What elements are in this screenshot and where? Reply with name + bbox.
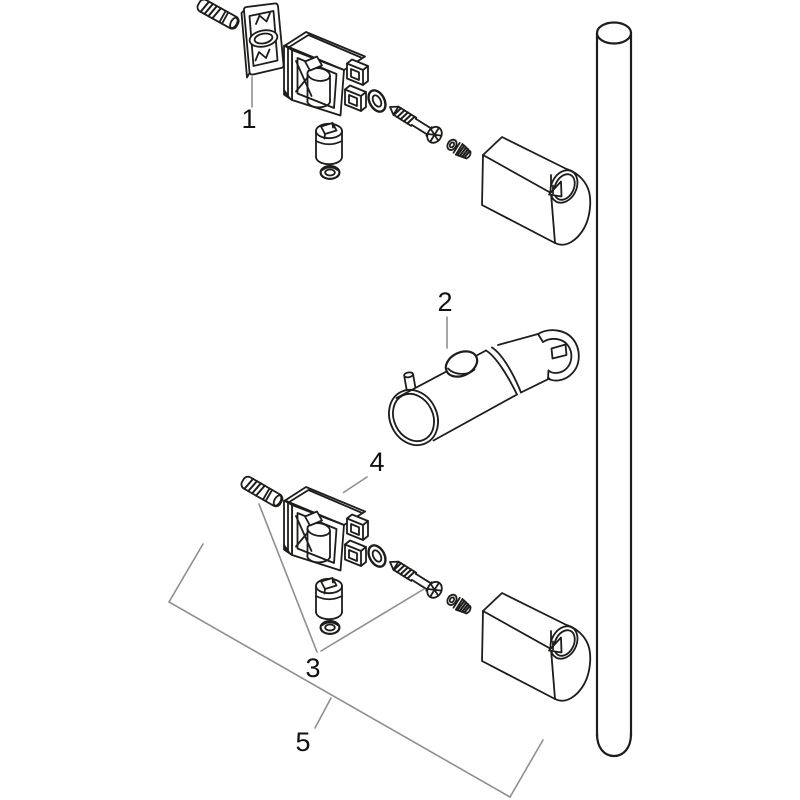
part-label-3: 3 xyxy=(305,653,320,683)
wall-plug-bottom xyxy=(238,473,286,510)
wall-plate xyxy=(240,2,285,79)
slider-holder xyxy=(388,329,580,447)
leader-line-3b xyxy=(320,588,425,652)
leader-line-4 xyxy=(342,476,368,494)
cover-cap-bottom xyxy=(481,592,592,702)
part-label-5: 5 xyxy=(295,727,310,757)
wall-bar-rail xyxy=(595,21,633,758)
leader-line-5 xyxy=(314,697,332,729)
part-labels: 1 2 3 4 5 xyxy=(241,104,452,757)
cover-cap-top xyxy=(481,136,592,246)
leader-lines xyxy=(167,76,544,799)
wall-plug-top xyxy=(194,0,242,32)
part-label-4: 4 xyxy=(369,447,384,477)
parts-artwork xyxy=(194,0,633,758)
bracket-assembly-top xyxy=(284,32,473,179)
leader-line-3a xyxy=(258,503,318,653)
leader-bracket-5 xyxy=(167,543,544,799)
part-label-2: 2 xyxy=(437,287,452,317)
bracket-assembly-bottom xyxy=(284,487,473,634)
part-label-1: 1 xyxy=(241,104,256,134)
